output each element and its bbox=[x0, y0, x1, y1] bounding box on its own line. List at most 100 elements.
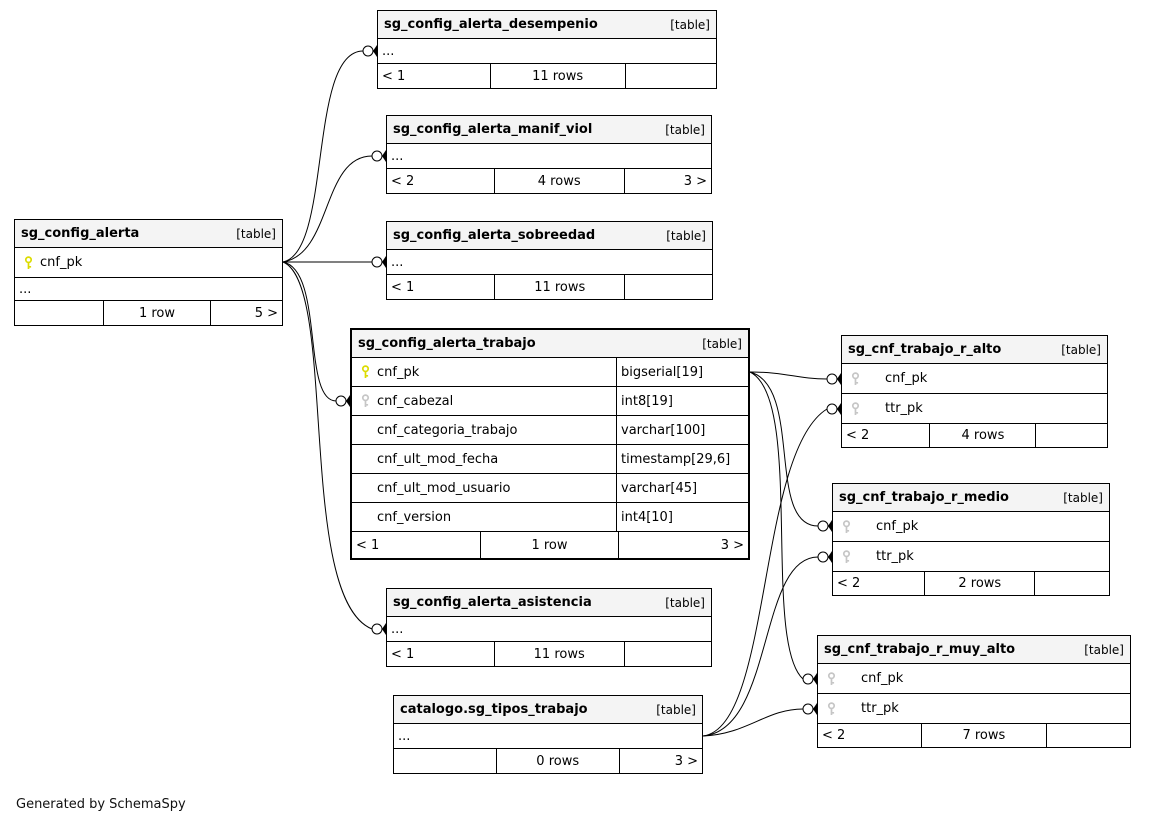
footer-children: 3 > bbox=[618, 749, 702, 773]
column-name: cnf_cabezal bbox=[377, 393, 454, 409]
footer-children: 3 > bbox=[618, 532, 748, 558]
table-name[interactable]: catalogo.sg_tipos_trabajo bbox=[400, 702, 588, 717]
footer-children bbox=[624, 64, 716, 88]
foreign-key-icon bbox=[842, 549, 851, 563]
column-row: cnf_categoria_trabajo varchar[100] bbox=[352, 416, 748, 445]
column-row: cnf_pk bbox=[833, 512, 1109, 542]
column-name: cnf_pk bbox=[885, 371, 928, 386]
table-header: sg_cnf_trabajo_r_alto [table] bbox=[842, 336, 1107, 364]
relationship-circle bbox=[802, 703, 814, 715]
column-type: timestamp[29,6] bbox=[616, 445, 748, 473]
table-sg_cnf_trabajo_r_medio: sg_cnf_trabajo_r_medio [table] cnf_pk tt… bbox=[832, 483, 1110, 596]
column-row: cnf_cabezal int8[19] bbox=[352, 387, 748, 416]
table-type-tag: [table] bbox=[236, 226, 276, 241]
footer-children: 5 > bbox=[209, 301, 282, 325]
column-row: ttr_pk bbox=[833, 542, 1109, 572]
relationship-arrowhead bbox=[837, 373, 841, 385]
table-sg_config_alerta_desempenio: sg_config_alerta_desempenio [table] ... … bbox=[377, 10, 717, 89]
column-row: cnf_pk bbox=[842, 364, 1107, 394]
table-name[interactable]: sg_config_alerta bbox=[21, 226, 140, 241]
generated-by-caption: Generated by SchemaSpy bbox=[16, 797, 186, 812]
relationship-line bbox=[702, 708, 804, 737]
column-name: cnf_pk bbox=[40, 255, 83, 270]
column-name: cnf_ult_mod_fecha bbox=[377, 451, 499, 467]
ellipsis: ... bbox=[398, 728, 411, 744]
footer-parents: < 2 bbox=[837, 576, 861, 591]
relationship-circle bbox=[817, 551, 829, 563]
relationship-arrowhead bbox=[813, 673, 817, 685]
table-name[interactable]: sg_cnf_trabajo_r_medio bbox=[839, 490, 1009, 505]
table-footer: < 1 11 rows bbox=[378, 64, 716, 88]
footer-row-count: 11 rows bbox=[493, 642, 624, 666]
table-header: sg_cnf_trabajo_r_muy_alto [table] bbox=[818, 636, 1130, 664]
footer-row-count: 7 rows bbox=[920, 724, 1046, 747]
table-header: sg_config_alerta_sobreedad [table] bbox=[387, 222, 712, 250]
table-name[interactable]: sg_config_alerta_trabajo bbox=[358, 336, 536, 351]
table-name[interactable]: sg_config_alerta_sobreedad bbox=[393, 228, 596, 243]
more-columns-row: ... bbox=[15, 278, 282, 301]
column-row: cnf_pk bbox=[15, 248, 282, 278]
footer-row-count: 4 rows bbox=[929, 424, 1035, 447]
column-type: varchar[45] bbox=[616, 474, 748, 502]
footer-row-count: 4 rows bbox=[493, 169, 624, 193]
table-footer: < 1 11 rows bbox=[387, 275, 712, 299]
relationship-line bbox=[749, 371, 804, 680]
table-type-tag: [table] bbox=[1084, 642, 1124, 657]
table-name[interactable]: sg_config_alerta_asistencia bbox=[393, 595, 592, 610]
footer-parents: < 1 bbox=[391, 279, 415, 295]
relationship-arrowhead bbox=[382, 256, 386, 268]
table-name[interactable]: sg_cnf_trabajo_r_alto bbox=[848, 342, 1002, 357]
relationship-arrowhead bbox=[346, 395, 350, 407]
table-footer: < 2 4 rows bbox=[842, 424, 1107, 447]
column-row: ttr_pk bbox=[842, 394, 1107, 424]
table-footer: 0 rows 3 > bbox=[394, 749, 702, 773]
relationship-arrowhead bbox=[373, 45, 377, 57]
footer-children bbox=[1035, 424, 1107, 447]
foreign-key-icon bbox=[361, 394, 370, 407]
footer-row-count: 0 rows bbox=[495, 749, 619, 773]
table-type-tag: [table] bbox=[1061, 342, 1101, 357]
relationship-arrowhead bbox=[813, 703, 817, 715]
column-type: varchar[100] bbox=[616, 416, 748, 444]
column-name: ttr_pk bbox=[876, 549, 914, 564]
relationship-circle bbox=[371, 623, 383, 635]
footer-parents: < 1 bbox=[356, 537, 380, 553]
footer-parents bbox=[394, 749, 496, 773]
column-row: cnf_pk bbox=[818, 664, 1130, 694]
table-type-tag: [table] bbox=[666, 228, 706, 243]
table-type-tag: [table] bbox=[656, 702, 696, 717]
relationship-line bbox=[282, 261, 373, 630]
footer-parents: < 1 bbox=[391, 646, 415, 662]
table-name[interactable]: sg_config_alerta_desempenio bbox=[384, 17, 598, 32]
table-type-tag: [table] bbox=[665, 595, 705, 610]
foreign-key-icon bbox=[827, 671, 836, 685]
table-sg_cnf_trabajo_r_alto: sg_cnf_trabajo_r_alto [table] cnf_pk ttr… bbox=[841, 335, 1108, 448]
table-footer: < 2 7 rows bbox=[818, 724, 1130, 747]
footer-row-count: 1 row bbox=[480, 532, 618, 558]
column-name: cnf_categoria_trabajo bbox=[377, 422, 518, 438]
foreign-key-icon bbox=[842, 519, 851, 533]
table-footer: < 1 1 row 3 > bbox=[352, 532, 748, 558]
table-sg_config_alerta_trabajo: sg_config_alerta_trabajo [table] cnf_pk … bbox=[350, 328, 750, 560]
relationship-line bbox=[749, 371, 819, 527]
relationship-arrowhead bbox=[382, 623, 386, 635]
table-footer: < 1 11 rows bbox=[387, 642, 711, 666]
column-row: cnf_ult_mod_usuario varchar[45] bbox=[352, 474, 748, 503]
relationship-arrowhead bbox=[837, 403, 841, 415]
relationship-circle bbox=[335, 395, 347, 407]
column-type: int8[19] bbox=[616, 387, 748, 415]
relationship-line bbox=[282, 261, 337, 402]
table-name[interactable]: sg_cnf_trabajo_r_muy_alto bbox=[824, 642, 1016, 657]
column-row: cnf_version int4[10] bbox=[352, 503, 748, 532]
footer-row-count: 1 row bbox=[103, 301, 210, 325]
table-sg_config_alerta_manif_viol: sg_config_alerta_manif_viol [table] ... … bbox=[386, 115, 712, 194]
primary-key-icon bbox=[361, 365, 370, 378]
relationship-arrowhead bbox=[382, 150, 386, 162]
table-name[interactable]: sg_config_alerta_manif_viol bbox=[393, 122, 593, 137]
column-type: int4[10] bbox=[616, 503, 748, 531]
footer-parents: < 1 bbox=[382, 68, 406, 84]
relationship-circle bbox=[826, 403, 838, 415]
table-type-tag: [table] bbox=[665, 122, 705, 137]
column-row: ttr_pk bbox=[818, 694, 1130, 724]
table-header: sg_cnf_trabajo_r_medio [table] bbox=[833, 484, 1109, 512]
